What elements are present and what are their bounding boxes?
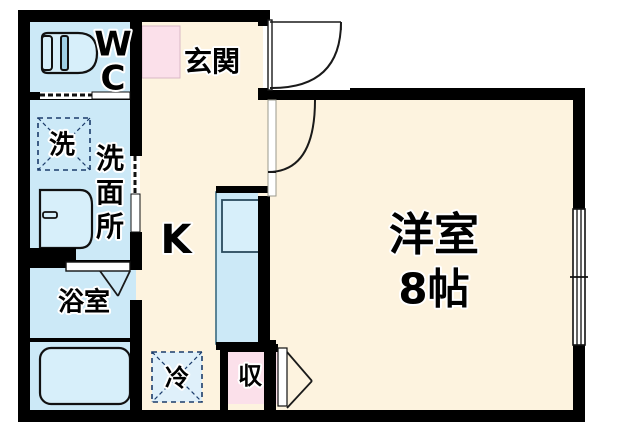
main-room-window <box>570 208 588 346</box>
room-entry-door[interactable] <box>267 99 316 197</box>
label-main-room-line1: 洋室 <box>389 208 479 261</box>
washroom-sliding-door[interactable] <box>130 156 141 233</box>
bathtub-fixture <box>38 346 132 406</box>
closet-folding-door[interactable] <box>277 347 313 409</box>
label-storage: 収 <box>238 362 263 390</box>
room-labels: W C 洗 面 所 洗 浴室 玄関 K 冷 収 洋室 8帖 <box>47 23 481 395</box>
label-main-room-line2: 8帖 <box>398 265 469 314</box>
wc-sliding-door[interactable] <box>40 91 131 100</box>
washing-machine-space-marker <box>37 117 91 171</box>
label-wc-line2: C <box>101 59 126 99</box>
shoe-cabinet <box>141 25 181 79</box>
label-washroom-line1: 洗 <box>96 142 124 175</box>
label-entrance: 玄関 <box>184 45 240 78</box>
label-kitchen: K <box>161 217 194 263</box>
label-washer: 洗 <box>49 131 75 161</box>
bathroom-folding-door[interactable] <box>65 261 131 297</box>
label-refrigerator: 冷 <box>165 364 189 392</box>
dry-floor-area <box>136 22 585 410</box>
label-wc-line1: W <box>94 25 132 65</box>
refrigerator-space-marker <box>151 351 203 403</box>
toilet-fixture <box>40 31 99 75</box>
walls <box>18 10 585 422</box>
entrance-door[interactable] <box>267 19 350 91</box>
label-washroom-line3: 所 <box>96 210 124 243</box>
label-bathroom: 浴室 <box>58 287 110 318</box>
wash-basin-fixture <box>38 188 94 250</box>
label-washroom-line2: 面 <box>96 176 124 209</box>
